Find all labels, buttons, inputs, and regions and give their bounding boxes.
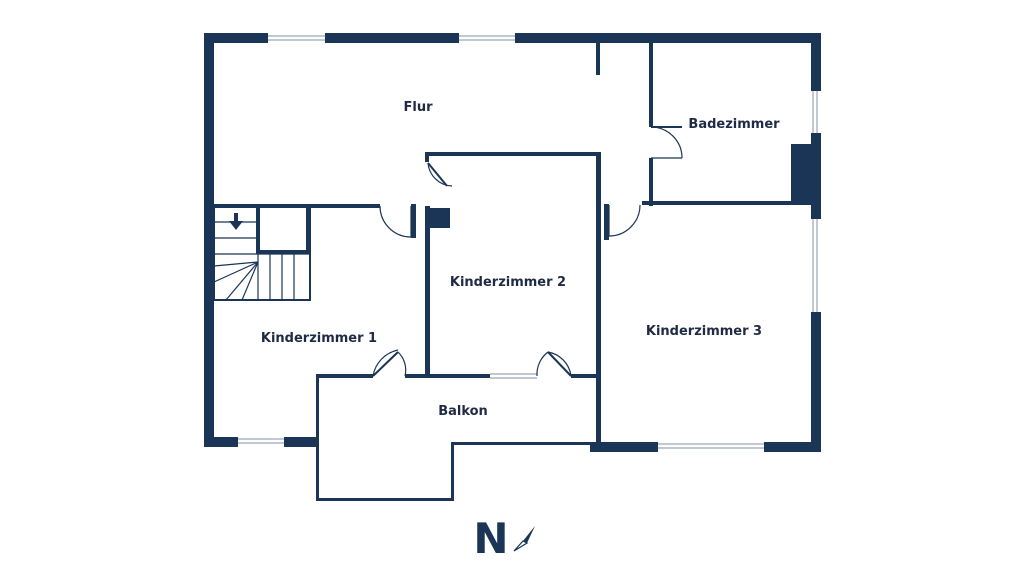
wall-top-left [204,33,268,43]
door-bath [650,126,683,159]
wall-top-middle [325,33,459,43]
balkon-right [451,442,454,501]
wall-right-mid [811,133,821,219]
chimney-block [791,144,813,204]
window-bottom-left [238,438,284,444]
door-kz2 [427,162,453,187]
wall-kz3-door-stub [604,204,609,240]
door-kz3 [608,204,641,237]
exterior-walls [204,33,821,452]
kz2-chimney-block [430,208,450,228]
balkon-left [316,374,319,501]
wall-bottom-right-a [590,442,658,452]
wall-right-lower [811,312,821,452]
compass: N [473,514,535,563]
window-bottom-right [658,443,764,449]
door-kz1-balkon [372,349,407,377]
wall-top-right [515,33,821,43]
door-kz1 [379,205,412,238]
window-right-bath [812,91,818,133]
room-label-badezimmer: Badezimmer [688,117,780,132]
wall-balkon-kz2-right [571,374,599,378]
windows [238,35,818,449]
window-kz2-balkon [490,373,537,379]
wall-kz1-balkon [318,374,373,378]
room-label-kinderzimmer-1: Kinderzimmer 1 [261,331,377,346]
stair-direction-arrow-icon [229,213,243,230]
window-top-left [268,35,325,41]
wall-kz1-kz2 [425,206,430,374]
wall-right-top [811,33,821,91]
room-label-kinderzimmer-3: Kinderzimmer 3 [646,324,762,339]
wall-bottom-right-b [764,442,821,452]
doors [372,126,683,377]
room-label-balkon: Balkon [438,404,488,419]
wall-bottom-left-a [204,437,238,447]
window-top-middle [459,35,515,41]
wall-kz2-top-stub [425,152,429,162]
balkon-bottom [316,498,454,501]
wall-kz2-kz3 [596,152,601,452]
wall-flur-partition [596,43,600,75]
compass-north-letter: N [473,514,508,563]
staircase [213,204,311,301]
wall-left [204,33,214,447]
wall-bath-left-lower [649,158,653,206]
stair-core [256,204,310,254]
wall-bottom-left-b [284,437,318,447]
wall-bath-bottom [642,201,811,205]
wall-kz1-right-stub [411,204,416,238]
wall-kz2-top [425,152,600,156]
balkon-top-right [451,442,596,445]
stair-outline [213,205,311,301]
room-label-flur: Flur [403,100,433,115]
wall-bath-left [649,43,653,127]
window-right-kz3 [812,219,818,312]
door-kz2-balkon [536,351,572,377]
compass-needle-icon [513,526,535,552]
room-label-kinderzimmer-2: Kinderzimmer 2 [450,275,566,290]
interior-walls [214,43,811,501]
wall-kz1-balkon-right [405,374,490,378]
